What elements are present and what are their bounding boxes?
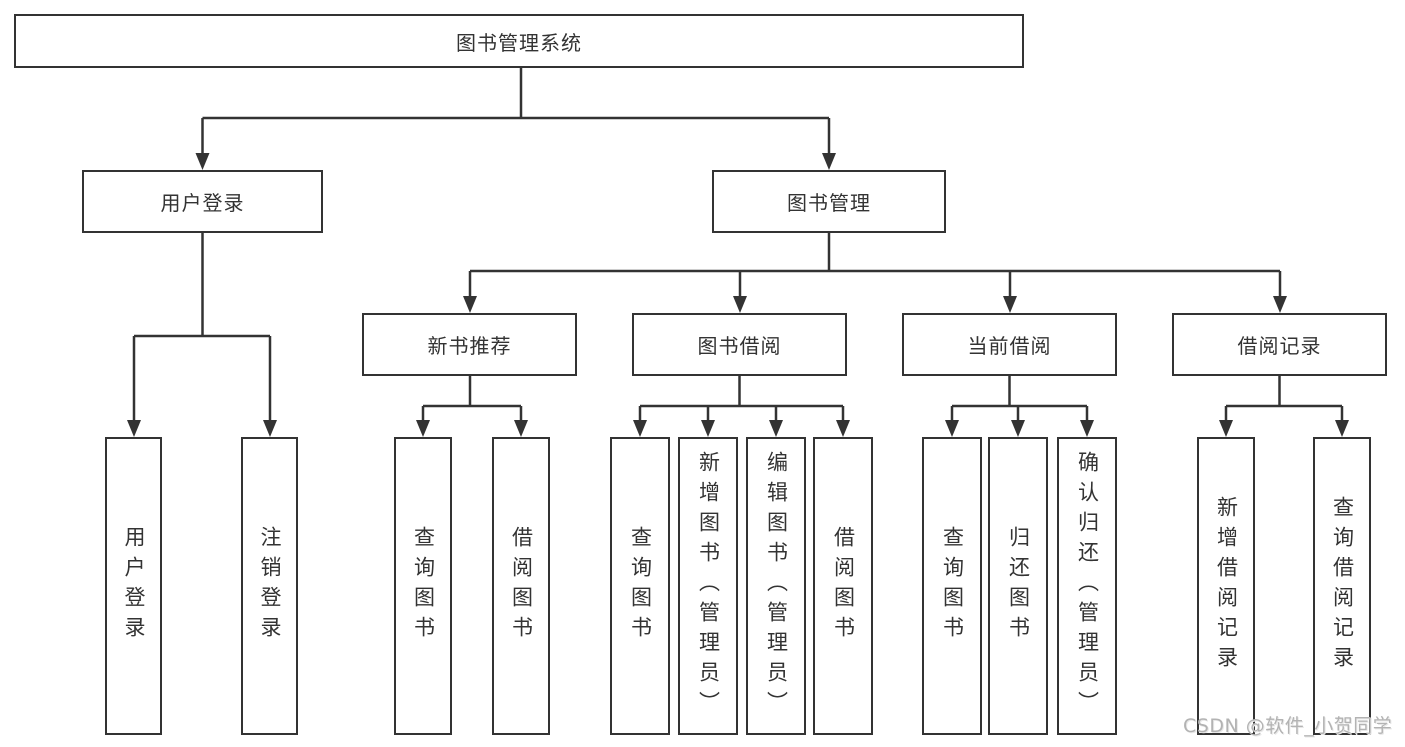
leaf-current-return-book: 归还图书 — [988, 437, 1048, 735]
leaf-label: 新增图书（管理员） — [696, 451, 721, 721]
leaf-current-query-book: 查询图书 — [922, 437, 982, 735]
node-borrow-records: 借阅记录 — [1172, 313, 1387, 376]
leaf-borrow-add-book-admin: 新增图书（管理员） — [678, 437, 738, 735]
arrow-down-icon — [1219, 420, 1233, 437]
node-new-book-recommend: 新书推荐 — [362, 313, 577, 376]
node-label: 图书管理系统 — [456, 30, 582, 55]
arrow-down-icon — [416, 420, 430, 437]
arrow-down-icon — [1011, 420, 1025, 437]
arrow-down-icon — [822, 153, 836, 170]
leaf-newbook-borrow-book: 借阅图书 — [492, 437, 550, 735]
leaf-current-confirm-return-admin: 确认归还（管理员） — [1057, 437, 1117, 735]
leaf-label: 查询图书 — [940, 526, 965, 646]
leaf-label: 归还图书 — [1006, 526, 1031, 646]
arrow-down-icon — [945, 420, 959, 437]
arrow-down-icon — [1335, 420, 1349, 437]
csdn-watermark: CSDN @软件_小贺同学 — [1183, 715, 1393, 737]
node-label: 图书借阅 — [697, 334, 782, 358]
arrow-down-icon — [769, 420, 783, 437]
leaf-label: 注销登录 — [258, 526, 282, 646]
arrow-down-icon — [701, 420, 715, 437]
leaf-label: 新增借阅记录 — [1214, 496, 1239, 676]
node-root-system: 图书管理系统 — [14, 14, 1024, 68]
leaf-label: 确认归还（管理员） — [1075, 451, 1100, 721]
leaf-borrow-query-book: 查询图书 — [610, 437, 670, 735]
leaf-label: 借阅图书 — [509, 526, 534, 646]
node-label: 用户登录 — [160, 191, 245, 215]
node-label: 新书推荐 — [427, 334, 512, 358]
node-book-management: 图书管理 — [712, 170, 946, 233]
leaf-borrow-borrow-book: 借阅图书 — [813, 437, 873, 735]
leaf-label: 借阅图书 — [831, 526, 856, 646]
node-book-borrow: 图书借阅 — [632, 313, 847, 376]
arrow-down-icon — [1273, 296, 1287, 313]
leaf-label: 查询图书 — [411, 526, 436, 646]
node-label: 借阅记录 — [1237, 334, 1322, 358]
leaf-records-add-record: 新增借阅记录 — [1197, 437, 1255, 735]
arrow-down-icon — [1003, 296, 1017, 313]
arrow-down-icon — [195, 153, 210, 170]
arrow-down-icon — [836, 420, 850, 437]
node-user-login: 用户登录 — [82, 170, 323, 233]
node-label: 当前借阅 — [967, 334, 1052, 358]
node-current-borrow: 当前借阅 — [902, 313, 1117, 376]
arrow-down-icon — [1080, 420, 1094, 437]
leaf-label: 编辑图书（管理员） — [764, 451, 789, 721]
arrowheads — [127, 153, 1349, 437]
leaf-label: 用户登录 — [122, 526, 146, 646]
arrow-down-icon — [463, 296, 477, 313]
leaf-label: 查询图书 — [628, 526, 653, 646]
leaf-logout-login: 注销登录 — [241, 437, 298, 735]
arrow-down-icon — [127, 420, 141, 437]
arrow-down-icon — [633, 420, 647, 437]
arrow-down-icon — [514, 420, 528, 437]
node-label: 图书管理 — [787, 191, 871, 215]
arrow-down-icon — [733, 296, 747, 313]
leaf-user-login: 用户登录 — [105, 437, 162, 735]
leaf-newbook-query-book: 查询图书 — [394, 437, 452, 735]
leaf-borrow-edit-book-admin: 编辑图书（管理员） — [746, 437, 806, 735]
leaf-records-query-record: 查询借阅记录 — [1313, 437, 1371, 735]
leaf-label: 查询借阅记录 — [1330, 496, 1355, 676]
arrow-down-icon — [263, 420, 277, 437]
connector-lines — [132, 68, 1344, 422]
